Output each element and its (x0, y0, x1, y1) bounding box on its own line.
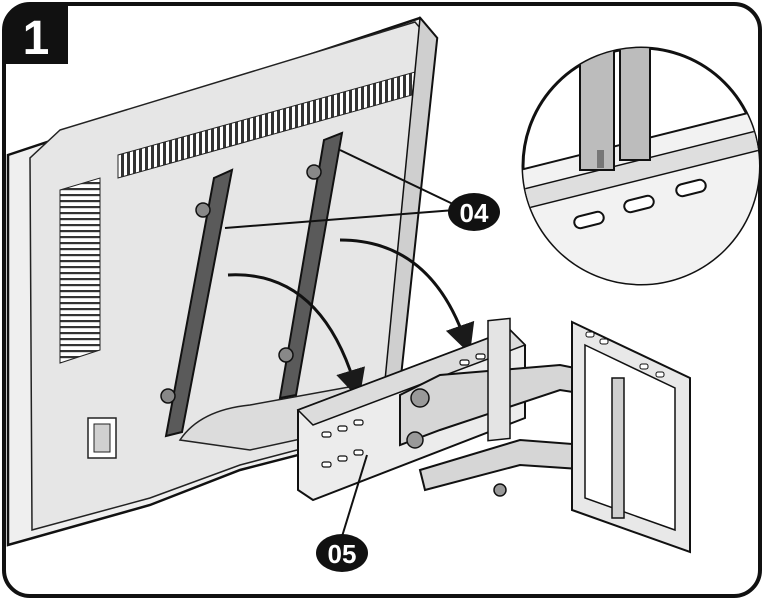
callout-04: 04 (448, 193, 500, 231)
step-number: 1 (23, 12, 50, 65)
callout-05-label: 05 (328, 539, 357, 569)
leader-lines (224, 149, 456, 544)
step-badge: 1 (4, 4, 68, 65)
tv-bracket-left (160, 168, 234, 438)
wall-plate-assembly (296, 317, 691, 554)
magnify-detail (521, 46, 761, 286)
arrow-right-bracket (339, 238, 475, 355)
callout-05: 05 (316, 534, 368, 572)
tv-bracket-right (278, 131, 344, 400)
callout-04-label: 04 (460, 198, 489, 228)
arrow-left-bracket (227, 273, 365, 400)
